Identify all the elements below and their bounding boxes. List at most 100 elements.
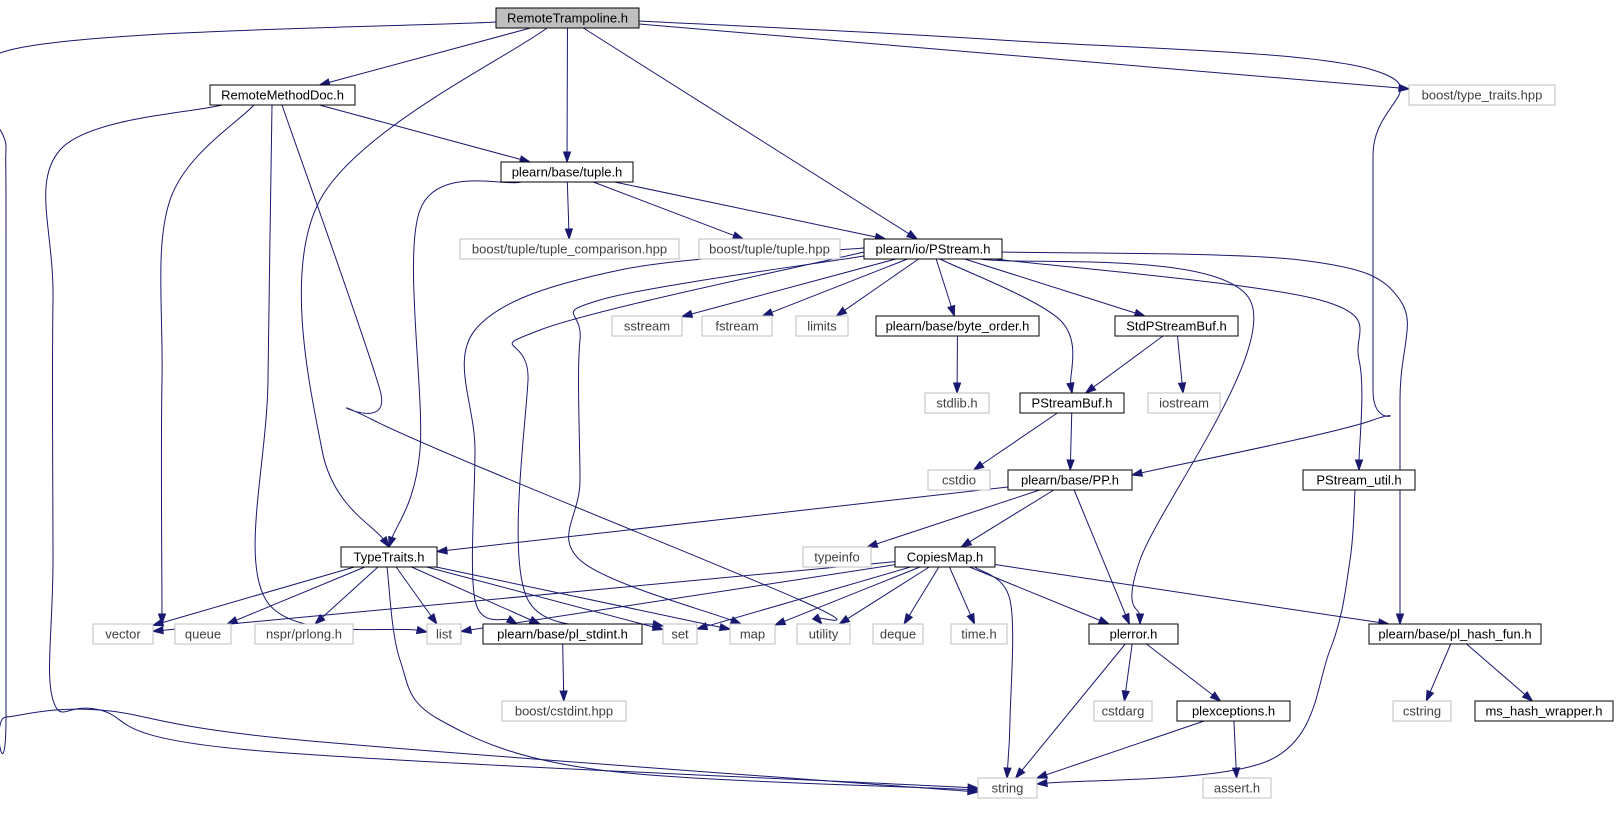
edge-arrowhead	[761, 308, 774, 317]
node-remotetrampoline-h[interactable]: RemoteTrampoline.h	[495, 7, 640, 29]
node-box	[1088, 623, 1179, 645]
edge-typetraits-h-to-queue	[225, 566, 366, 625]
node-typetraits-h[interactable]: TypeTraits.h	[340, 546, 438, 568]
edge-line	[1044, 720, 1205, 776]
edge-arrowhead	[435, 546, 448, 555]
node-label: plearn/base/byte_order.h	[886, 319, 1030, 334]
node-box	[950, 623, 1008, 645]
edge-line	[463, 247, 865, 621]
node-plearn-base-pp-h[interactable]: plearn/base/PP.h	[1007, 469, 1133, 491]
node-label: PStream_util.h	[1316, 473, 1401, 488]
node-list: list	[426, 623, 462, 645]
edge-arrowhead	[505, 615, 519, 625]
node-plexceptions-h[interactable]: plexceptions.h	[1176, 700, 1291, 722]
node-label: stdlib.h	[936, 396, 977, 411]
edge-line	[1020, 643, 1126, 773]
edge-arrowhead	[947, 304, 956, 318]
node-box	[924, 392, 990, 414]
edge-line	[45, 104, 971, 789]
node-pstreambuf-h[interactable]: PStreamBuf.h	[1019, 392, 1125, 414]
edge-plearn-io-pstream-h-to-plearn-base-pl-stdint-h	[463, 247, 865, 625]
edge-line	[426, 566, 656, 628]
edge-arrowhead	[1209, 691, 1222, 702]
node-cstdarg: cstdarg	[1093, 700, 1153, 722]
node-label: map	[740, 627, 765, 642]
edge-plerror-h-to-plexceptions-h	[1146, 643, 1222, 702]
edge-arrowhead	[1354, 459, 1364, 472]
node-box	[863, 238, 1003, 260]
node-plearn-base-byte-order-h[interactable]: plearn/base/byte_order.h	[875, 315, 1040, 337]
edge-line	[281, 104, 838, 621]
edge-arrowhead	[151, 618, 165, 627]
edge-line	[1069, 412, 1073, 463]
node-box	[1302, 469, 1416, 491]
edge-line	[1044, 489, 1356, 784]
node-plerror-h[interactable]: plerror.h	[1088, 623, 1179, 645]
node-plearn-base-pl-stdint-h[interactable]: plearn/base/pl_stdint.h	[482, 623, 643, 645]
node-label: PStreamBuf.h	[1032, 396, 1113, 411]
node-label: RemoteMethodDoc.h	[221, 88, 344, 103]
node-label: plexceptions.h	[1192, 704, 1275, 719]
node-plearn-io-pstream-h[interactable]: plearn/io/PStream.h	[863, 238, 1003, 260]
node-box	[340, 546, 438, 568]
edge-copiesmap-h-to-time-h	[948, 566, 976, 626]
edge-plearn-base-pp-h-to-typeinfo	[865, 489, 1040, 548]
node-remotemethoddoc-h[interactable]: RemoteMethodDoc.h	[209, 84, 356, 106]
edge-plexceptions-h-to-string	[1035, 720, 1205, 779]
node-label: boost/tuple/tuple_comparison.hpp	[472, 242, 667, 257]
node-label: cstring	[1403, 704, 1441, 719]
node-cstring: cstring	[1392, 700, 1452, 722]
edge-line	[1176, 335, 1183, 386]
node-box	[1093, 700, 1153, 722]
edge-line	[769, 258, 908, 314]
edge-copiesmap-h-to-utility	[838, 566, 930, 625]
edge-line	[907, 566, 940, 618]
node-ms-hash-wrapper-h[interactable]: ms_hash_wrapper.h	[1474, 700, 1614, 722]
edge-line	[1466, 643, 1527, 697]
node-plearn-base-pl-hash-fun-h[interactable]: plearn/base/pl_hash_fun.h	[1368, 623, 1542, 645]
edge-arrowhead	[1398, 83, 1411, 93]
node-copiesmap-h[interactable]: CopiesMap.h	[894, 546, 996, 568]
node-box	[500, 161, 634, 183]
edge-arrowhead	[427, 613, 438, 626]
node-label: list	[436, 627, 452, 642]
node-box	[1408, 84, 1556, 106]
edge-arrowhead	[388, 535, 397, 549]
edge-copiesmap-h-to-string	[974, 566, 1014, 780]
node-box	[875, 315, 1040, 337]
node-plearn-base-tuple-h[interactable]: plearn/base/tuple.h	[500, 161, 634, 183]
edge-arrowhead	[1395, 613, 1405, 626]
edge-typetraits-h-to-list	[395, 566, 438, 626]
edge-remotemethoddoc-h-to-vector	[157, 104, 255, 626]
edge-plearn-base-pl-stdint-h-to-boost-cstdint-hpp	[559, 643, 568, 703]
node-pstream-util-h[interactable]: PStream_util.h	[1302, 469, 1416, 491]
edge-plearn-base-tuple-h-to-boost-tuple-tuple-hpp	[593, 181, 745, 240]
edge-line	[1001, 251, 1408, 616]
edges-layer	[0, 20, 1534, 796]
edge-stdpstreambuf-h-to-iostream	[1176, 335, 1187, 395]
node-box	[796, 623, 851, 645]
edge-copiesmap-h-to-plearn-base-pl-hash-fun-h	[994, 564, 1391, 627]
edge-line	[568, 255, 865, 622]
edge-line	[967, 489, 1055, 544]
edge-line	[1233, 720, 1237, 771]
edge-typetraits-h-to-string	[386, 566, 980, 794]
edge-plearn-io-pstream-h-to-plearn-base-byte-order-h	[935, 258, 956, 318]
edge-plearn-base-byte-order-h-to-stdlib-h	[952, 335, 962, 395]
edge-remotetrampoline-h-to-typetraits-h	[300, 27, 548, 549]
node-stdpstreambuf-h[interactable]: StdPStreamBuf.h	[1114, 315, 1239, 337]
edge-plerror-h-to-cstdarg	[1121, 643, 1133, 703]
edge-typetraits-h-to-vector	[151, 566, 355, 627]
node-label: plearn/base/pl_hash_fun.h	[1378, 627, 1531, 642]
edge-arrowhead	[966, 612, 976, 626]
node-utility: utility	[796, 623, 851, 645]
node-label: plearn/base/PP.h	[1021, 473, 1119, 488]
edge-remotetrampoline-h-to-remotemethoddoc-h	[318, 27, 531, 87]
edge-stdpstreambuf-h-to-pstreambuf-h	[1084, 335, 1164, 394]
edge-arrowhead	[313, 613, 326, 626]
edge-pstream-util-h-to-string	[1035, 489, 1356, 788]
edge-arrowhead	[967, 785, 980, 794]
edge-pstreambuf-h-to-cstdio	[972, 412, 1058, 471]
edge-arrowhead	[1425, 689, 1435, 703]
